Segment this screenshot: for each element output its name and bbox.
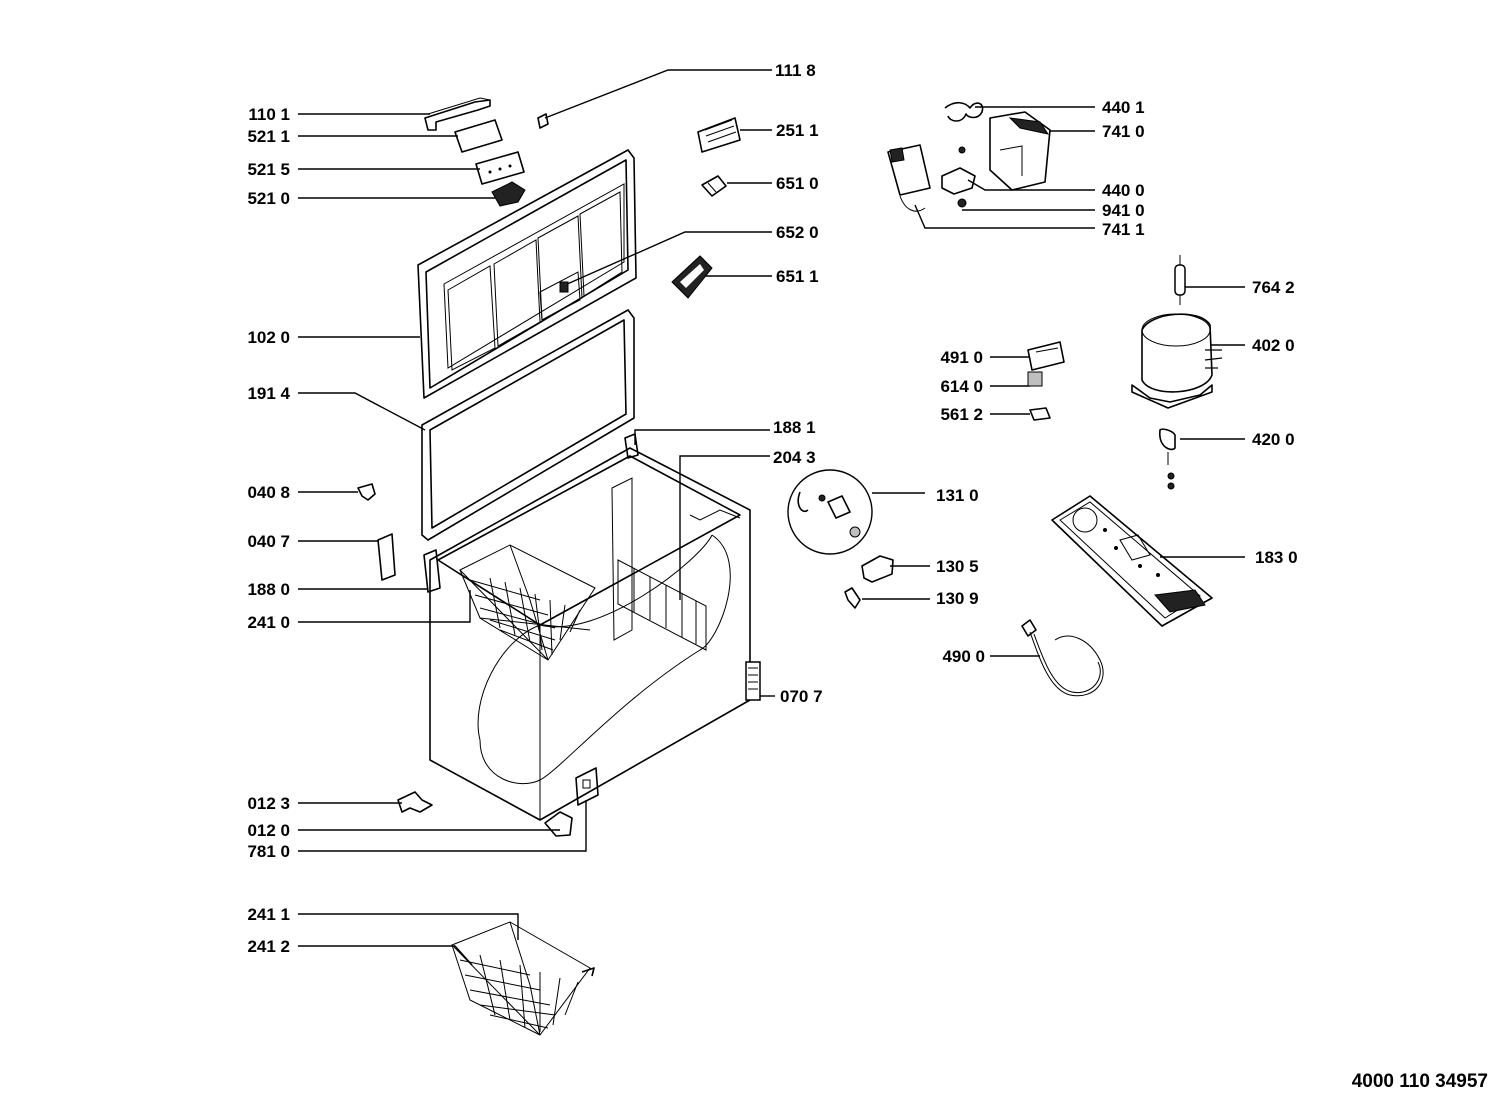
label-188-0: 188 0 xyxy=(247,580,290,599)
detail-circle xyxy=(787,469,873,555)
capacitor-part xyxy=(1159,428,1176,490)
leader-lines xyxy=(298,69,1245,966)
relay-614-part xyxy=(1027,371,1043,387)
label-440-1: 440 1 xyxy=(1102,98,1145,117)
small-clip-part xyxy=(537,113,549,129)
label-241-2: 241 2 xyxy=(247,937,290,956)
light-cover-part xyxy=(697,117,741,153)
lock-cover-part xyxy=(454,119,503,153)
cabinet-part xyxy=(429,447,751,821)
label-183-0: 183 0 xyxy=(1255,548,1298,567)
label-251-1: 251 1 xyxy=(776,121,819,140)
hinge-cover-part xyxy=(377,533,396,581)
grommet-part xyxy=(957,198,967,208)
label-941-0: 941 0 xyxy=(1102,201,1145,220)
wire-clip-part xyxy=(844,587,861,609)
lid-part xyxy=(417,149,637,399)
lamp-part xyxy=(701,175,727,197)
lock-part xyxy=(491,181,526,207)
connector-561-part xyxy=(1029,407,1051,421)
compressor-part xyxy=(1131,313,1223,409)
handle-part xyxy=(424,97,491,131)
drier-part xyxy=(1174,255,1186,305)
label-110-1: 110 1 xyxy=(248,105,290,124)
label-440-0: 440 0 xyxy=(1102,181,1145,200)
large-basket-part xyxy=(451,921,595,1036)
label-614-0: 614 0 xyxy=(940,377,983,396)
label-781-0: 781 0 xyxy=(247,842,290,861)
foot-part xyxy=(544,811,573,837)
fan-bracket-part xyxy=(887,144,931,212)
terminal-part xyxy=(861,555,894,583)
label-402-0: 402 0 xyxy=(1252,336,1295,355)
condenser-grille-part xyxy=(745,661,761,701)
label-130-9: 130 9 xyxy=(936,589,979,608)
label-191-4: 191 4 xyxy=(247,384,290,403)
label-741-1: 741 1 xyxy=(1102,220,1145,239)
label-111-8: 111 8 xyxy=(775,61,816,80)
label-561-2: 561 2 xyxy=(940,405,983,424)
label-040-8: 040 8 xyxy=(247,483,290,502)
power-cord-part xyxy=(1021,619,1104,697)
label-241-0: 241 0 xyxy=(247,613,290,632)
label-651-1: 651 1 xyxy=(776,267,819,286)
part-labels: 110 1 521 1 521 5 521 0 102 0 191 4 040 … xyxy=(247,61,1488,1092)
label-521-0: 521 0 xyxy=(247,189,290,208)
label-070-7: 070 7 xyxy=(780,687,823,706)
label-652-0: 652 0 xyxy=(776,223,819,242)
hinge-left-part xyxy=(423,549,441,593)
thermostat-knob-part xyxy=(671,255,713,299)
label-040-7: 040 7 xyxy=(247,532,290,551)
label-012-0: 012 0 xyxy=(247,821,290,840)
connector-491-part xyxy=(1027,341,1065,371)
label-490-0: 490 0 xyxy=(942,647,985,666)
label-130-5: 130 5 xyxy=(936,557,979,576)
label-521-1: 521 1 xyxy=(247,127,290,146)
label-204-3: 204 3 xyxy=(773,448,816,467)
rear-cover-part xyxy=(575,767,599,806)
label-188-1: 188 1 xyxy=(773,418,816,437)
label-102-0: 102 0 xyxy=(247,328,290,347)
hinge-clip-part xyxy=(357,483,376,501)
label-521-5: 521 5 xyxy=(247,160,290,179)
label-651-0: 651 0 xyxy=(776,174,819,193)
document-number: 4000 110 34957 xyxy=(1352,1071,1488,1092)
foot-bracket-part xyxy=(397,791,433,813)
label-012-3: 012 3 xyxy=(247,794,290,813)
fan-shroud-part xyxy=(989,111,1051,191)
gasket-part xyxy=(421,309,635,541)
fan-motor-part xyxy=(941,146,976,195)
hinge-right-part xyxy=(624,433,639,459)
base-plate-part xyxy=(1051,495,1213,627)
label-131-0: 131 0 xyxy=(936,486,979,505)
label-241-1: 241 1 xyxy=(247,905,290,924)
lock-plate-part xyxy=(475,151,525,185)
inner-basket-part xyxy=(459,544,596,661)
evaporator-plate-part xyxy=(617,559,707,651)
fan-blade-part xyxy=(944,101,984,122)
label-764-2: 764 2 xyxy=(1252,278,1295,297)
label-741-0: 741 0 xyxy=(1102,122,1145,141)
label-420-0: 420 0 xyxy=(1252,430,1295,449)
label-491-0: 491 0 xyxy=(940,348,983,367)
